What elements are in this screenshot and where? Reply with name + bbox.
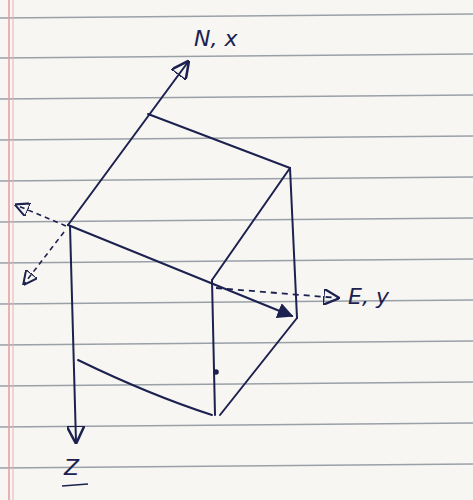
east-axis <box>216 288 338 298</box>
axis-label: Z <box>64 455 79 480</box>
margin-line <box>8 0 10 500</box>
axis-label: N, x <box>194 26 237 51</box>
underline <box>62 484 88 486</box>
block-figure <box>68 62 297 442</box>
ruled-lines <box>0 14 473 468</box>
margin-line <box>13 0 14 500</box>
angle-marker <box>16 205 66 284</box>
axis-label: E, y <box>348 284 389 309</box>
